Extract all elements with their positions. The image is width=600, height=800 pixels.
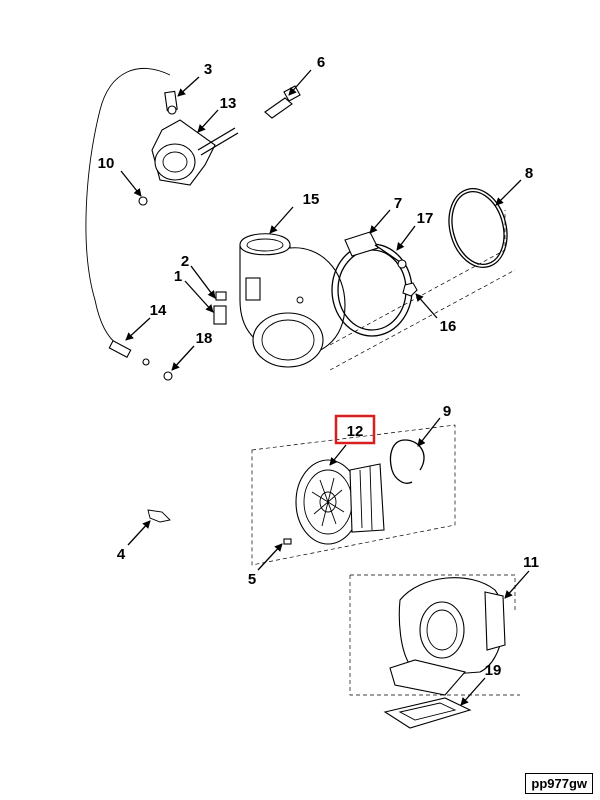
callout-4[interactable]: 4 [117, 546, 126, 563]
callout-2[interactable]: 2 [181, 253, 189, 270]
cartridge-assembly-part-12[interactable] [295, 459, 385, 545]
callout-18[interactable]: 18 [196, 330, 213, 347]
callout-9[interactable]: 9 [443, 403, 451, 420]
callout-7[interactable]: 7 [394, 195, 402, 212]
wastegate-actuator[interactable] [85, 67, 239, 346]
callout-12[interactable]: 12 [347, 423, 364, 440]
bolt-part-18[interactable] [163, 371, 173, 381]
callout-6[interactable]: 6 [317, 54, 325, 71]
callout-1[interactable]: 1 [174, 268, 182, 285]
plate-parts-1-2[interactable] [213, 291, 227, 325]
callout-17[interactable]: 17 [417, 210, 434, 227]
callout-3[interactable]: 3 [204, 61, 212, 78]
gasket-part-19[interactable] [383, 697, 472, 729]
callout-5[interactable]: 5 [248, 571, 256, 588]
highlight-box [334, 414, 376, 445]
callout-13[interactable]: 13 [220, 95, 237, 112]
callout-19[interactable]: 19 [485, 662, 502, 679]
callout-11[interactable]: 11 [523, 554, 539, 571]
callout-8[interactable]: 8 [525, 165, 533, 182]
pin-part-5[interactable] [283, 538, 292, 545]
o-ring-part-8[interactable] [441, 182, 516, 274]
compressor-housing-part-15[interactable] [239, 233, 346, 368]
callout-14[interactable]: 14 [150, 302, 167, 319]
retaining-ring-part-9[interactable] [389, 439, 425, 484]
pressure-sensor-part-6[interactable] [264, 85, 301, 119]
callout-15[interactable]: 15 [303, 191, 320, 208]
hose-fitting-part-14[interactable] [108, 340, 150, 366]
callout-16[interactable]: 16 [440, 318, 457, 335]
screw-part-10[interactable] [138, 196, 148, 206]
v-band-clamp-part-7[interactable] [331, 231, 413, 337]
turbine-housing-part-11[interactable] [389, 577, 506, 696]
reference-code-label: pp977gw [525, 773, 593, 794]
nut-part-16[interactable] [402, 282, 418, 297]
callout-10[interactable]: 10 [98, 155, 115, 172]
clip-part-4[interactable] [147, 509, 171, 523]
callout-leaders [120, 69, 530, 706]
